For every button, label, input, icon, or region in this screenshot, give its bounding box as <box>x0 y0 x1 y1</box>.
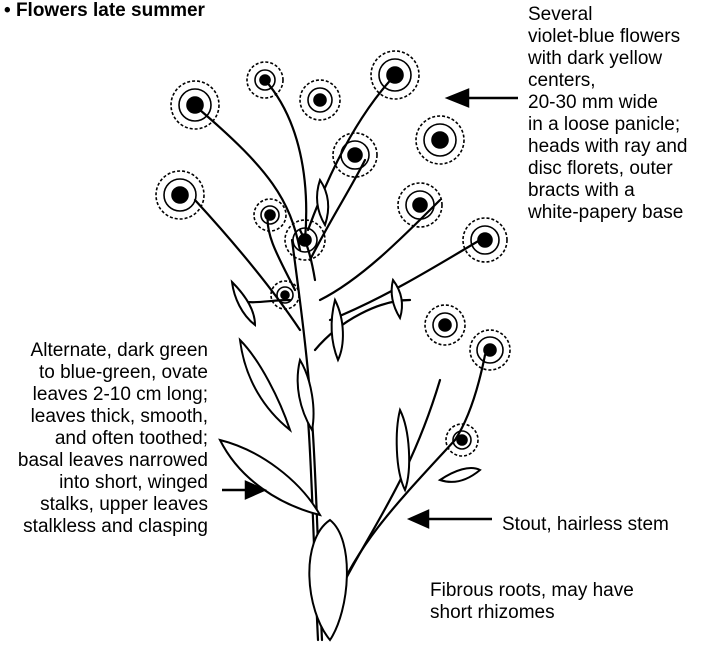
flower-icon <box>300 80 340 120</box>
flowers-annotation-line: violet-blue flowers <box>528 26 688 48</box>
stem-annotation: Stout, hairless stem <box>502 514 669 536</box>
leaf-icon <box>220 440 320 515</box>
stem-annotation-line: Stout, hairless stem <box>502 514 669 536</box>
roots-annotation: Fibrous roots, may have short rhizomes <box>430 580 634 624</box>
flower-icon <box>463 218 507 262</box>
leaves-annotation-line: stalkless and clasping <box>18 516 208 538</box>
leaves-annotation-line: to blue-green, ovate <box>18 362 208 384</box>
leaf-icon <box>440 468 480 482</box>
leaf-icon <box>240 340 290 430</box>
leaves-annotation-line: Alternate, dark green <box>18 340 208 362</box>
leaf-icon <box>232 282 255 325</box>
flowers-annotation-line: white-papery base <box>528 202 688 224</box>
roots-annotation-line: short rhizomes <box>430 602 634 624</box>
flower-icon <box>371 51 419 99</box>
leaves-annotation: Alternate, dark green to blue-green, ova… <box>18 340 208 538</box>
flower-icon <box>171 81 219 129</box>
leaf-icon <box>309 520 347 640</box>
flowers-annotation: Several violet-blue flowers with dark ye… <box>528 4 688 224</box>
flower-icon <box>416 116 464 164</box>
flower-icon <box>254 199 286 231</box>
flowers-annotation-line: centers, <box>528 70 688 92</box>
flowers-annotation-line: disc florets, outer <box>528 158 688 180</box>
roots-annotation-line: Fibrous roots, may have <box>430 580 634 602</box>
leaf-icon <box>298 360 314 430</box>
leaf-icon <box>317 180 328 225</box>
leaf-icon <box>397 410 409 490</box>
leaves-annotation-line: leaves 2-10 cm long; <box>18 384 208 406</box>
flowers-annotation-line: bracts with a <box>528 180 688 202</box>
leaves-annotation-line: leaves thick, smooth, <box>18 406 208 428</box>
leaves-annotation-line: and often toothed; <box>18 428 208 450</box>
flower-icon <box>470 330 510 370</box>
arrow-head-icon <box>448 90 468 106</box>
leaves-annotation-line: basal leaves narrowed <box>18 450 208 472</box>
leaves-annotation-line: into short, winged <box>18 472 208 494</box>
flowers-annotation-line: 20-30 mm wide <box>528 92 688 114</box>
leaves-annotation-line: stalks, upper leaves <box>18 494 208 516</box>
flowers-annotation-line: Several <box>528 4 688 26</box>
flowers-annotation-line: with dark yellow <box>528 48 688 70</box>
leaf-icon <box>332 300 343 360</box>
flower-icon <box>247 62 283 98</box>
flower-icon <box>425 305 465 345</box>
arrow-head-icon <box>410 511 428 527</box>
flower-icon <box>156 171 204 219</box>
flowers-annotation-line: heads with ray and <box>528 136 688 158</box>
flowers-annotation-line: in a loose panicle; <box>528 114 688 136</box>
